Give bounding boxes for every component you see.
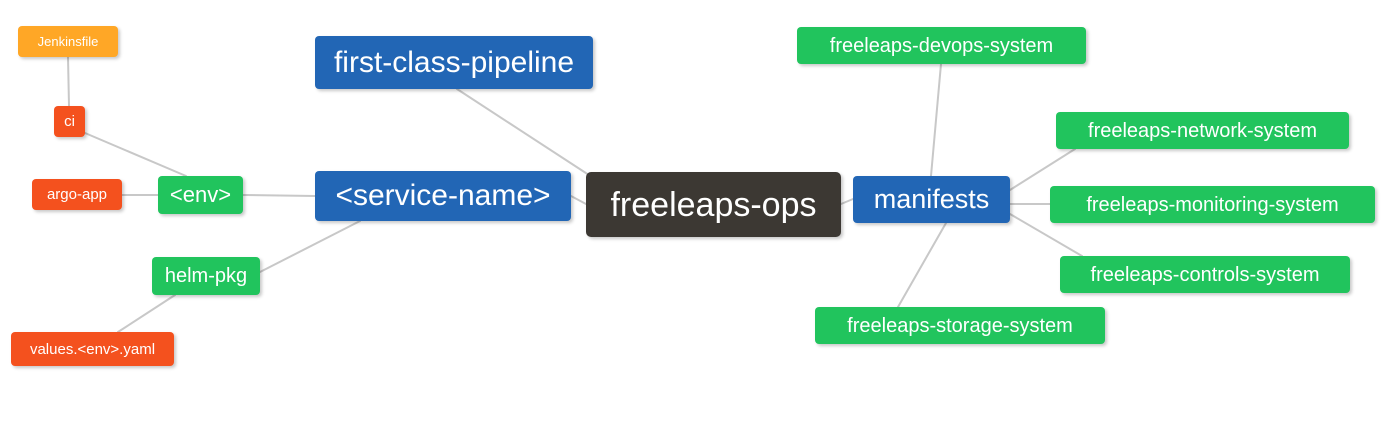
- mindmap-node-label: freeleaps-controls-system: [1090, 263, 1320, 286]
- mindmap-node-storage[interactable]: freeleaps-storage-system: [815, 307, 1105, 344]
- mindmap-node-label: Jenkinsfile: [37, 34, 99, 49]
- edge-helm-to-values: [117, 294, 176, 333]
- mindmap-node-label: manifests: [873, 184, 990, 214]
- mindmap-node-manifests[interactable]: manifests: [853, 176, 1010, 223]
- mindmap-node-label: freeleaps-ops: [610, 185, 817, 224]
- edge-service-to-env: [242, 194, 316, 197]
- mindmap-node-label: helm-pkg: [164, 265, 248, 287]
- mindmap-node-label: first-class-pipeline: [333, 45, 575, 79]
- edge-ci-to-jenkins: [67, 56, 70, 107]
- mindmap-node-service[interactable]: <service-name>: [315, 171, 571, 221]
- mindmap-node-label: freeleaps-devops-system: [829, 34, 1054, 57]
- mindmap-node-network[interactable]: freeleaps-network-system: [1056, 112, 1349, 149]
- mindmap-node-root[interactable]: freeleaps-ops: [586, 172, 841, 237]
- mindmap-node-helm[interactable]: helm-pkg: [152, 257, 260, 295]
- mindmap-node-argo[interactable]: argo-app: [32, 179, 122, 210]
- edge-root-to-manifests: [840, 198, 854, 205]
- mindmap-node-label: freeleaps-storage-system: [847, 314, 1073, 337]
- mindmap-node-monitoring[interactable]: freeleaps-monitoring-system: [1050, 186, 1375, 223]
- mindmap-node-pipeline[interactable]: first-class-pipeline: [315, 36, 593, 89]
- mindmap-node-ci[interactable]: ci: [54, 106, 85, 137]
- mindmap-node-label: freeleaps-monitoring-system: [1086, 193, 1339, 216]
- mindmap-node-label: argo-app: [46, 186, 108, 203]
- edge-manifests-to-storage: [897, 222, 947, 308]
- edge-env-to-ci: [84, 132, 187, 177]
- mindmap-node-label: <service-name>: [335, 179, 551, 212]
- edge-root-to-pipeline: [456, 88, 593, 178]
- mindmap-node-env[interactable]: <env>: [158, 176, 243, 214]
- mindmap-node-label: freeleaps-network-system: [1088, 119, 1317, 142]
- mindmap-node-values[interactable]: values.<env>.yaml: [11, 332, 174, 366]
- edge-service-to-helm: [259, 220, 361, 273]
- mindmap-node-controls[interactable]: freeleaps-controls-system: [1060, 256, 1350, 293]
- mindmap-node-label: <env>: [169, 182, 232, 207]
- edge-manifests-to-network: [1009, 148, 1076, 191]
- mindmap-node-devops[interactable]: freeleaps-devops-system: [797, 27, 1086, 64]
- edge-manifests-to-devops: [930, 63, 942, 177]
- mindmap-node-label: ci: [64, 113, 75, 130]
- mindmap-node-jenkins[interactable]: Jenkinsfile: [18, 26, 118, 57]
- edge-root-to-service: [570, 195, 587, 205]
- mindmap-node-label: values.<env>.yaml: [29, 340, 156, 358]
